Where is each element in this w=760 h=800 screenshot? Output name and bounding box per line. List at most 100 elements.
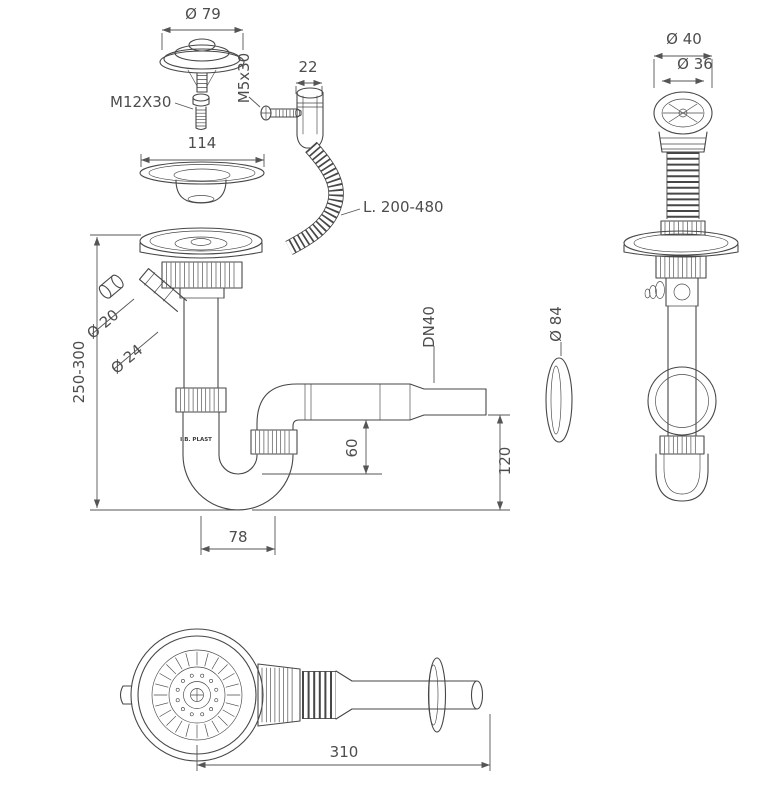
decor-line — [175, 673, 219, 717]
dim-label-trap-offset: 78 — [228, 528, 247, 546]
sv-fitting — [644, 277, 699, 307]
plate-outer — [545, 357, 573, 443]
fv-trap-inlet-nut — [175, 387, 227, 413]
view-exploded-strainer: Ø 79 M12X30 114 — [110, 5, 265, 204]
fitting-sides — [665, 277, 699, 307]
dim-ext-overflow-width — [295, 86, 323, 94]
dim-ext-overall-length — [196, 714, 491, 771]
leader-cap-screw — [174, 102, 194, 110]
pipe-bottom — [298, 414, 487, 421]
basket-throat — [173, 168, 231, 182]
cap-outer — [653, 91, 713, 135]
basket-rim-inner — [148, 164, 256, 182]
pipe-top — [296, 383, 487, 390]
fv-escutcheon — [545, 357, 573, 443]
fitting-boss — [673, 283, 691, 301]
cap-screw — [192, 93, 210, 131]
elbow-outer — [292, 419, 300, 431]
dim-label-overflow-inner: Ø 36 — [677, 55, 713, 73]
overflow-elbow — [295, 87, 324, 149]
cap-legs — [187, 69, 217, 87]
sv-hose-nut — [660, 220, 706, 236]
cap-stem — [196, 72, 208, 93]
flange-skirt — [623, 244, 739, 258]
screw-shaft — [195, 106, 207, 131]
tv-outlet-pipe — [351, 657, 484, 733]
dim-ext-flange-width — [140, 154, 265, 167]
view-exploded-overflow: M5x30 22 L. 200-480 — [235, 53, 444, 255]
trap-inner — [663, 453, 701, 495]
decor-line — [664, 436, 696, 454]
leader-overflow-screw — [248, 96, 261, 108]
elbow-detail — [296, 95, 324, 135]
screw-shaft — [270, 108, 302, 118]
fv-neck — [179, 287, 225, 299]
sv-escutcheon — [647, 366, 717, 436]
strainer-ring-2 — [151, 649, 243, 741]
sv-down-pipe — [667, 305, 697, 437]
trap-outer — [182, 411, 294, 511]
flange-rim-inner — [633, 233, 729, 253]
strainer-ring-3 — [168, 666, 226, 724]
flange-rim — [139, 227, 263, 255]
dim-label-cap-screw: M12X30 — [110, 93, 171, 111]
basket-bowl — [175, 179, 227, 204]
elbow-top — [296, 87, 324, 99]
strainer-cap — [159, 38, 245, 93]
nozzle-outline — [138, 268, 188, 312]
decor-line — [166, 262, 235, 288]
tail-cap-face — [111, 274, 124, 289]
fv-hose-tail — [138, 268, 188, 312]
nut-outline — [659, 435, 705, 455]
nozzle-ring-3 — [644, 288, 651, 299]
sv-coupling-nut — [655, 255, 707, 279]
nut-outline — [175, 387, 227, 413]
cap-rim — [159, 50, 245, 74]
strainer-basket — [139, 161, 265, 204]
sv-trap-nut — [659, 435, 705, 455]
sv-overflow-cap — [653, 91, 713, 153]
tv-coupling-nut — [257, 663, 301, 727]
nozzle-ring-1 — [655, 281, 665, 299]
sv-trap — [655, 453, 709, 502]
decor-line — [180, 388, 219, 412]
fv-strainer-flange — [139, 227, 263, 259]
basket-rim — [139, 161, 265, 185]
dim-label-cap-diameter: Ø 79 — [185, 5, 221, 23]
flange-disc-inner — [428, 664, 439, 726]
dim-label-overflow-outer: Ø 40 — [666, 30, 702, 48]
flange-throat — [174, 236, 228, 251]
trap-outer — [655, 453, 709, 502]
screw-thread — [195, 109, 207, 127]
overflow-screw — [260, 105, 302, 121]
flange-rim-inner — [149, 230, 253, 252]
basket-bottom — [187, 195, 215, 203]
pipe-sides — [351, 680, 478, 710]
view-side: Ø 40 Ø 36 — [623, 30, 739, 502]
overflow-hose — [285, 141, 344, 255]
cap-stem-thread — [196, 75, 208, 88]
fv-tail-cap — [98, 274, 124, 299]
nut-outline — [250, 429, 298, 455]
cap-body-ribs — [659, 137, 707, 150]
dim-label-hose-length: L. 200-480 — [363, 198, 444, 216]
cap-body — [163, 48, 241, 70]
nozzle-ring-2 — [649, 285, 657, 299]
brand-mark: I.B. PLAST — [180, 437, 212, 443]
dim-label-overflow-width: 22 — [298, 58, 317, 76]
dim-label-overall-length: 310 — [330, 743, 359, 761]
dim-ext-overflow-outer — [653, 59, 713, 88]
nut-outline — [161, 261, 243, 289]
dim-ext-trap-offset — [200, 516, 276, 555]
dim-label-height-range: 250-300 — [70, 341, 88, 404]
nut-outline — [655, 255, 707, 279]
decor-line — [261, 667, 293, 723]
view-top: 310 — [119, 628, 491, 771]
pipe-seams — [304, 383, 411, 421]
strainer-center-ring — [183, 681, 211, 709]
fv-inlet-pipe — [183, 297, 219, 389]
trap-inner — [218, 411, 258, 475]
fv-trap-outlet-nut — [250, 429, 298, 455]
tv-strainer — [119, 628, 264, 762]
elbow-inner — [256, 383, 298, 431]
